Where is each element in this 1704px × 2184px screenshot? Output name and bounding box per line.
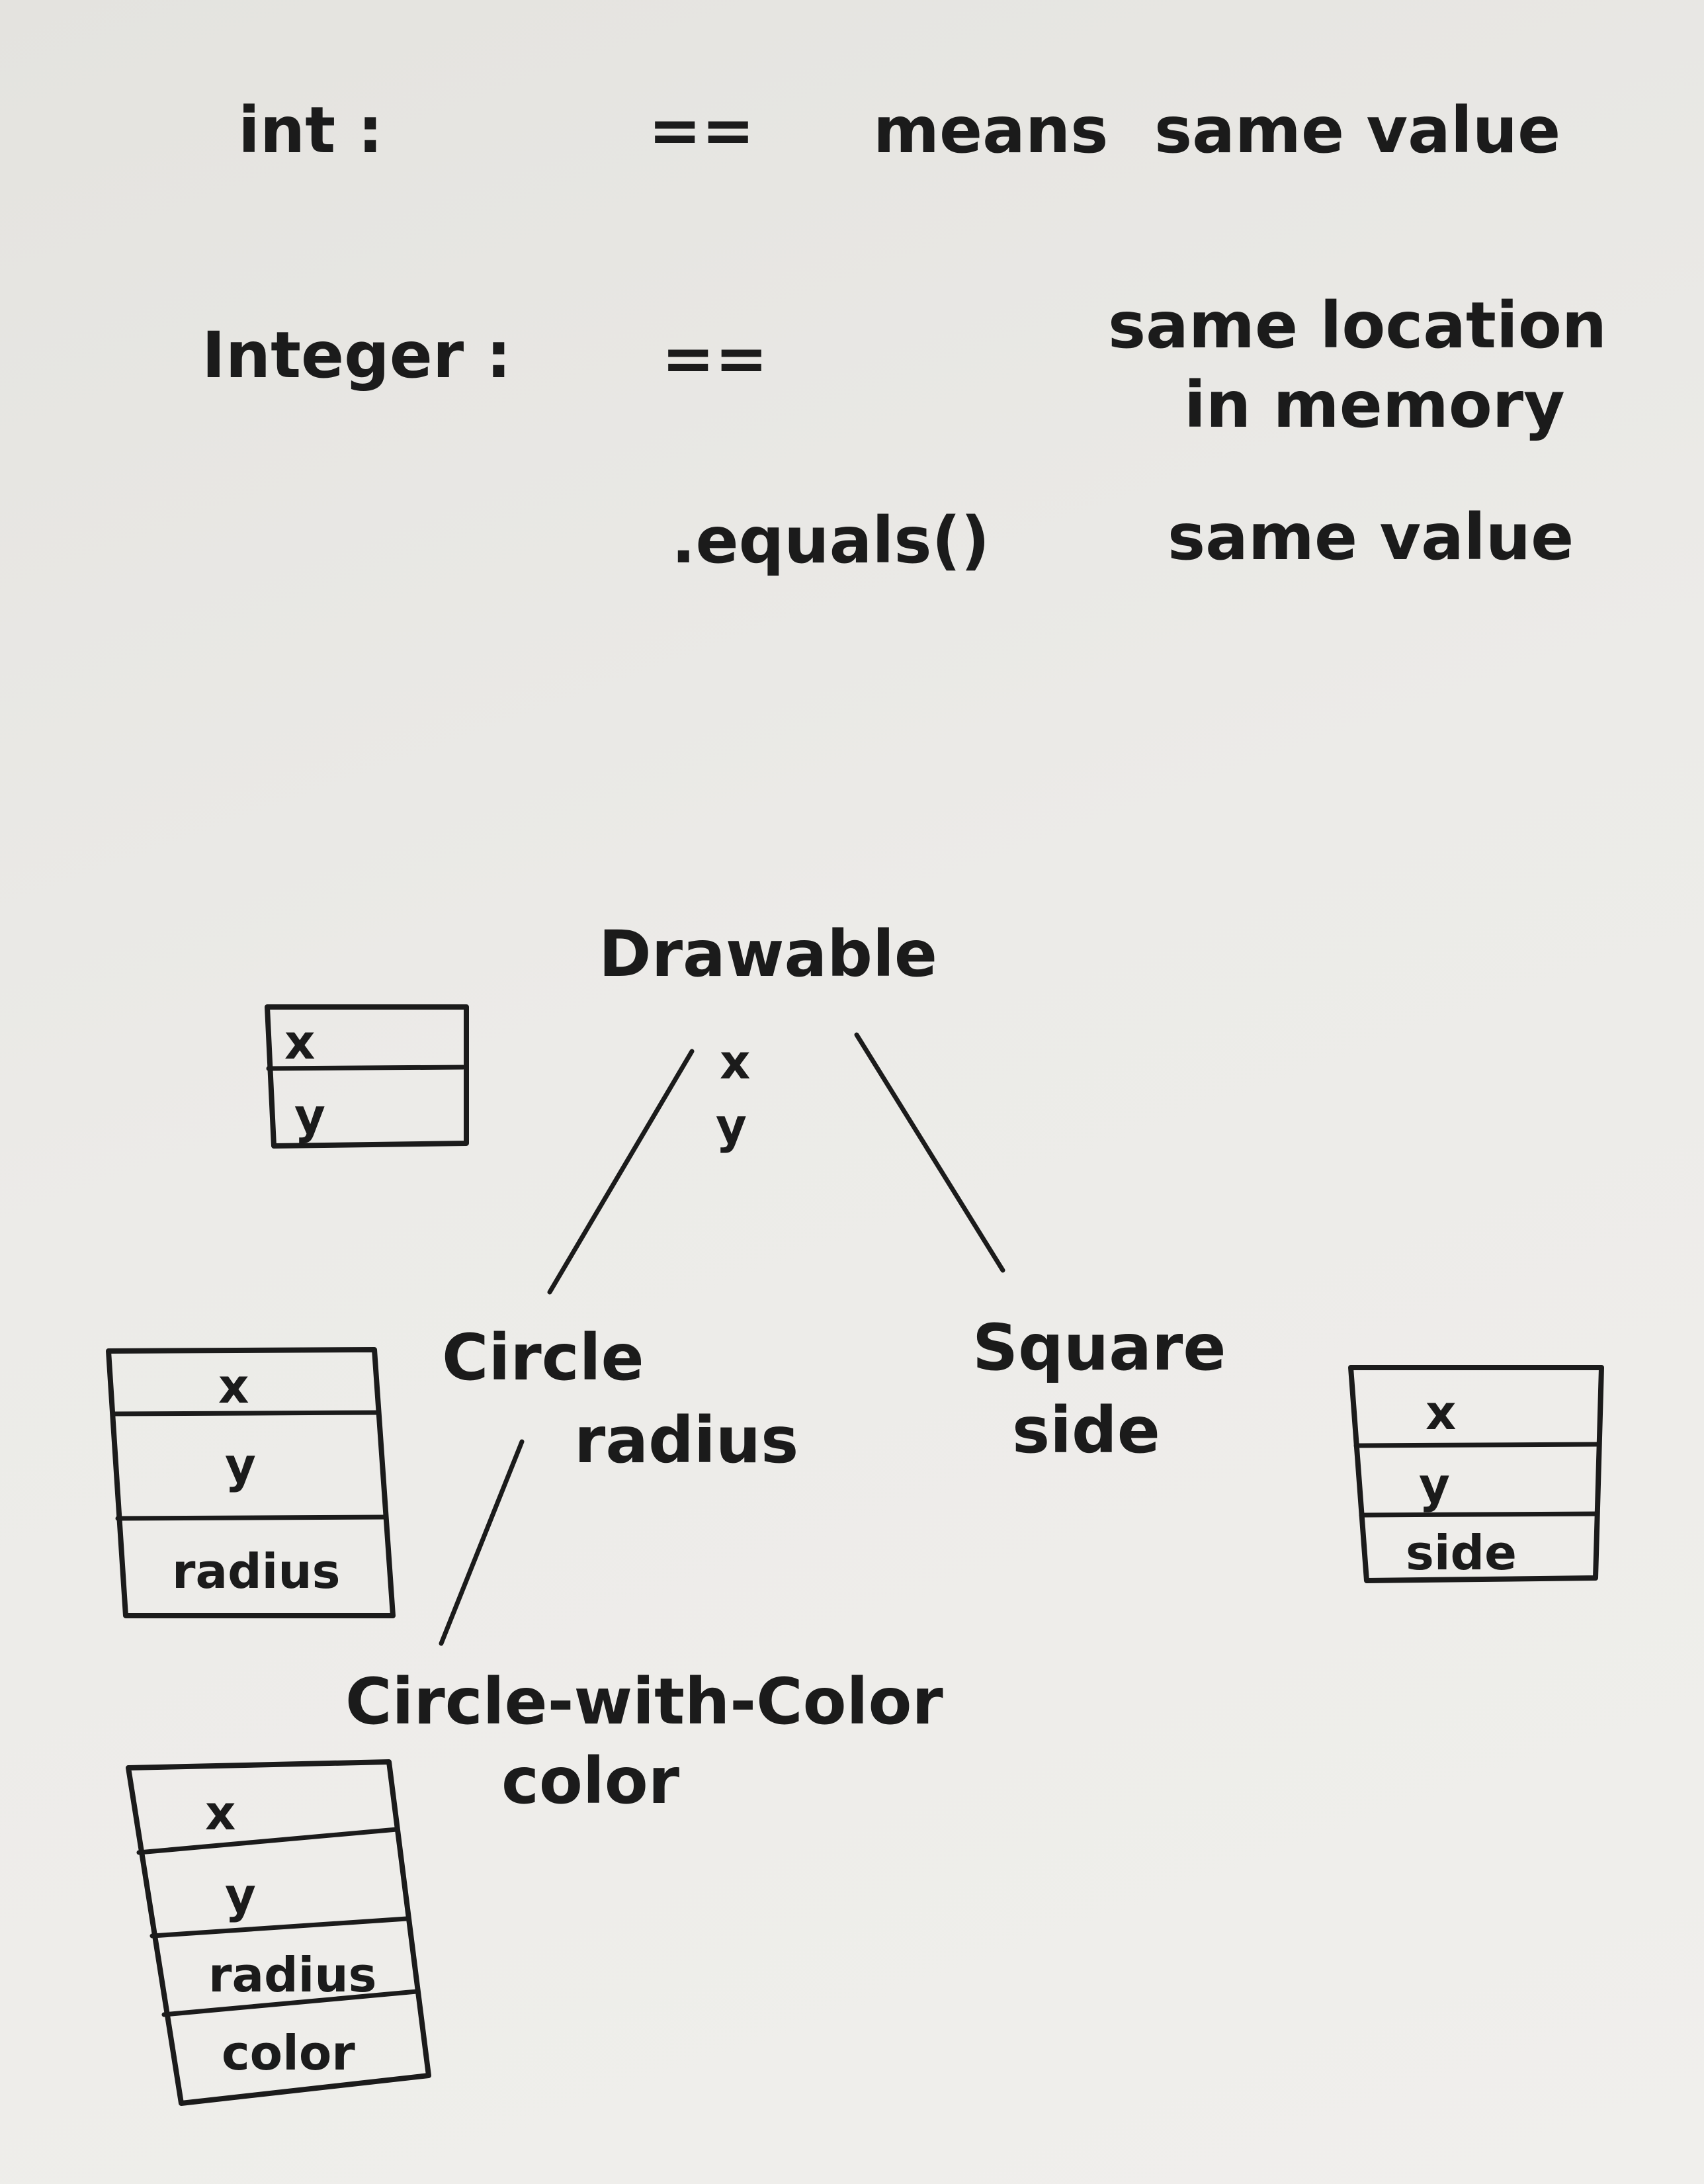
drawable-field-y: y (716, 1098, 747, 1154)
int-label: int : (238, 93, 383, 167)
box-field-radius: radius (208, 1947, 376, 2003)
integer-meaning-line1: same location (1108, 288, 1607, 363)
box-field-y: y (1419, 1458, 1450, 1513)
integer-label: Integer : (202, 318, 511, 392)
box-field-x: x (205, 1785, 235, 1841)
drawable-field-x: x (720, 1034, 750, 1090)
box-field-x: x (284, 1014, 315, 1070)
box-field-x: x (1426, 1385, 1456, 1440)
circle-field-radius: radius (574, 1403, 798, 1477)
box-field-y: y (225, 1438, 256, 1493)
int-means-text: means (873, 93, 1108, 167)
square-field-side: side (1012, 1393, 1160, 1467)
drawable-memory-box: x y (265, 1004, 469, 1149)
int-meaning: same value (1154, 93, 1560, 167)
integer-equality-operator: == (661, 322, 768, 396)
edge-circle-circlewithcolor (439, 1439, 525, 1646)
box-field-y: y (294, 1088, 325, 1144)
circle-memory-box: x y radius (106, 1347, 396, 1618)
box-field-color: color (222, 2025, 355, 2081)
edge-drawable-square (854, 1032, 1005, 1273)
circle-with-color-class-name: Circle-with-Color (345, 1665, 943, 1739)
equals-meaning: same value (1168, 500, 1574, 574)
equals-method: .equals() (671, 503, 990, 578)
int-equality-operator: == (648, 93, 755, 167)
edge-drawable-circle (547, 1049, 695, 1295)
square-class-name: Square (972, 1311, 1226, 1385)
box-field-side: side (1406, 1525, 1517, 1581)
circle-class-name: Circle (442, 1321, 644, 1395)
box-field-y: y (225, 1868, 256, 1923)
drawable-class-name: Drawable (599, 917, 937, 991)
box-field-radius: radius (172, 1544, 340, 1599)
circle-with-color-field-color: color (501, 1744, 680, 1818)
integer-meaning-line2: in memory (1184, 368, 1565, 442)
square-memory-box: x y side (1348, 1365, 1604, 1583)
box-field-x: x (218, 1358, 249, 1414)
circle-with-color-memory-box: x y radius color (126, 1759, 431, 2106)
